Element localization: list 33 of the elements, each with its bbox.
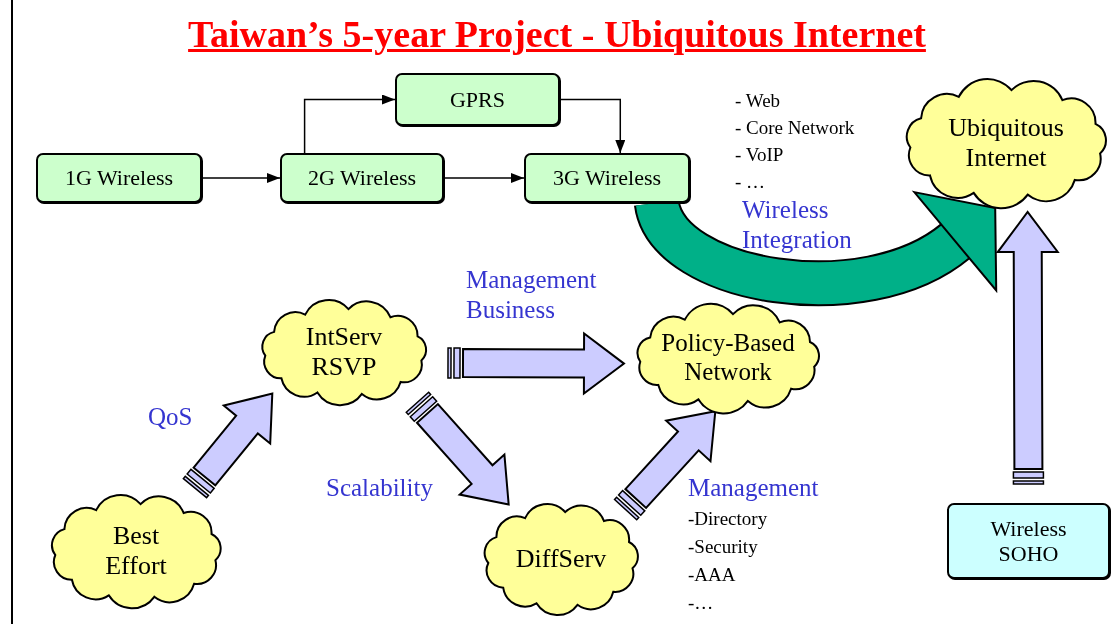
list-item: -AAA xyxy=(688,564,736,586)
node-label: Wireless SOHO xyxy=(989,515,1068,567)
node-label: DiffServ xyxy=(514,544,608,574)
list-item: - … xyxy=(735,171,766,193)
arrow xyxy=(201,173,281,183)
node-label: Policy-Based Network xyxy=(660,329,796,387)
process-box xyxy=(395,73,560,126)
node-label: Ubiquitous Internet xyxy=(947,113,1065,173)
node-label: GPRS xyxy=(448,86,506,113)
edge-label: Management xyxy=(688,473,819,503)
process-box xyxy=(280,153,444,203)
arrow xyxy=(443,173,525,183)
arrow xyxy=(303,94,396,154)
node-label: IntServ RSVP xyxy=(304,322,384,382)
list-item: -… xyxy=(688,592,714,614)
node-label: 1G Wireless xyxy=(63,165,175,191)
list-item: - VoIP xyxy=(735,144,784,166)
process-box xyxy=(947,503,1110,579)
process-box xyxy=(524,153,690,203)
arrow xyxy=(559,98,626,154)
edge-label: Scalability xyxy=(326,473,433,503)
process-box xyxy=(36,153,202,203)
node-label: 2G Wireless xyxy=(306,165,418,191)
node-label: Best Effort xyxy=(104,521,168,581)
list-item: -Directory xyxy=(688,508,768,530)
list-item: - Web xyxy=(735,90,781,112)
list-item: - Core Network xyxy=(735,117,855,139)
edge-label: QoS xyxy=(148,402,193,432)
edge-label: Wireless Integration xyxy=(742,195,853,255)
edge-label: Management Business xyxy=(466,265,598,325)
title: Taiwan’s 5-year Project - Ubiquitous Internet xyxy=(188,13,926,55)
node-label: 3G Wireless xyxy=(551,165,663,191)
list-item: -Security xyxy=(688,536,758,558)
